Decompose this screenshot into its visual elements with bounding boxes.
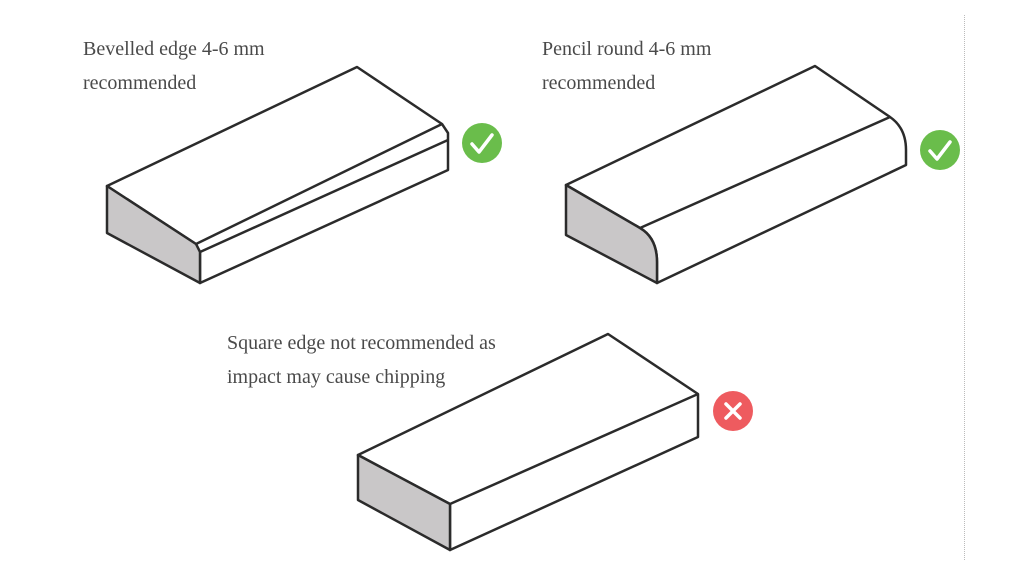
caption-line: impact may cause chipping [227, 366, 446, 388]
pencil-round-caption: Pencil round 4-6 mm recommended [542, 32, 711, 100]
check-icon [920, 130, 960, 170]
caption-line: recommended [83, 72, 197, 94]
check-icon [462, 123, 502, 163]
caption-line: Pencil round 4-6 mm [542, 38, 712, 60]
bevelled-edge-caption: Bevelled edge 4-6 mm recommended [83, 32, 265, 100]
caption-line: recommended [542, 72, 656, 94]
pencil-round-slab [564, 64, 908, 285]
square-edge-slab [356, 332, 700, 552]
caption-line: Square edge not recommended as [227, 332, 496, 354]
cross-icon [713, 391, 753, 431]
caption-line: Bevelled edge 4-6 mm [83, 38, 265, 60]
bevelled-edge-slab [105, 65, 450, 285]
dotted-divider [964, 15, 965, 560]
square-edge-caption: Square edge not recommended as impact ma… [227, 326, 496, 394]
